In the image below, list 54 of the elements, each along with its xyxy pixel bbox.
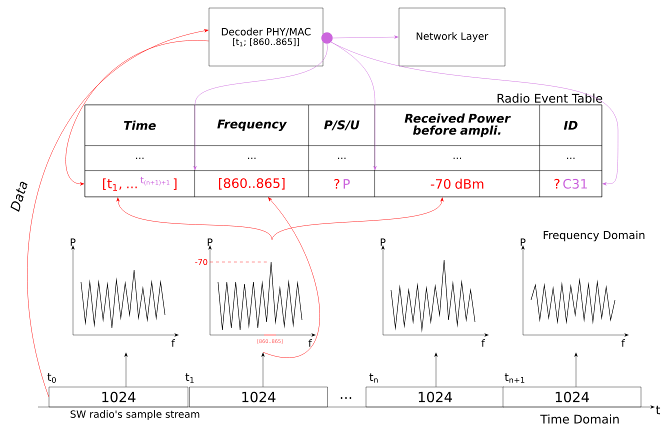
arrow <box>124 352 128 387</box>
table-cell: ... <box>194 146 309 171</box>
region-label: Frequency Domain <box>544 230 644 242</box>
header-cell: ID <box>540 104 602 146</box>
table-cell: ... <box>84 146 195 171</box>
stream-label: SW radio's sample stream <box>70 410 200 420</box>
time-label: t$_{1}$ <box>185 373 194 383</box>
node-label: P <box>380 238 386 246</box>
time-label: t$_{0}$ <box>47 373 56 383</box>
table-cell: ? P <box>308 170 375 197</box>
edge-label: Data <box>10 182 28 212</box>
sample-block: 1024 <box>502 386 642 408</box>
header-cell: Received Power before ampli. <box>374 104 540 146</box>
spectrum-plot: P f <box>70 238 179 347</box>
process-box: Decoder PHY/MAC [t$_{1}$; [860..865]] <box>208 8 324 66</box>
header-cell: Frequency <box>194 104 309 146</box>
table-cell: ? C31 <box>540 170 602 197</box>
arrow <box>272 197 444 240</box>
arrow <box>574 352 578 387</box>
table-cell: ... <box>540 146 602 171</box>
header-cell: P/S/U <box>308 104 375 146</box>
process-box: Network Layer <box>398 8 506 66</box>
table-title: Radio Event Table <box>498 94 602 103</box>
node-label: f <box>621 339 625 347</box>
table-cell: ... <box>308 146 375 171</box>
arrow <box>330 42 618 186</box>
spectrum-plot: P f <box>380 238 489 347</box>
arrow <box>434 352 438 387</box>
table-cell: -70 dBm <box>374 170 540 197</box>
arrow <box>27 29 208 398</box>
arrow <box>332 35 398 39</box>
arrow <box>116 197 272 240</box>
time-label: t$_{n}$ <box>369 373 378 383</box>
node-label: f <box>481 339 485 347</box>
node-label: P <box>208 238 212 246</box>
arrow <box>193 44 328 170</box>
sample-block: 1024 <box>366 386 504 408</box>
node-label: f <box>308 339 312 347</box>
arrow <box>262 197 320 358</box>
node-label: P <box>70 238 76 246</box>
time-label: t$_{n+1}$ <box>504 373 524 383</box>
ellipsis: ... <box>340 397 352 399</box>
table-cell: [t$_{1}$, ... t$_{(n+1)+1}$ ] <box>84 170 195 197</box>
header-cell: Time <box>84 104 195 146</box>
connector-dot <box>321 32 333 44</box>
arrow <box>66 40 209 186</box>
table-cell: [860..865] <box>194 170 309 197</box>
node-label: P <box>520 238 526 246</box>
arrow <box>261 352 265 387</box>
sample-block: 1024 <box>189 386 328 408</box>
sample-block: 1024 <box>48 386 188 408</box>
table-cell: ... <box>374 146 540 171</box>
axis-label: t <box>656 406 660 414</box>
node-label: f <box>171 339 175 347</box>
